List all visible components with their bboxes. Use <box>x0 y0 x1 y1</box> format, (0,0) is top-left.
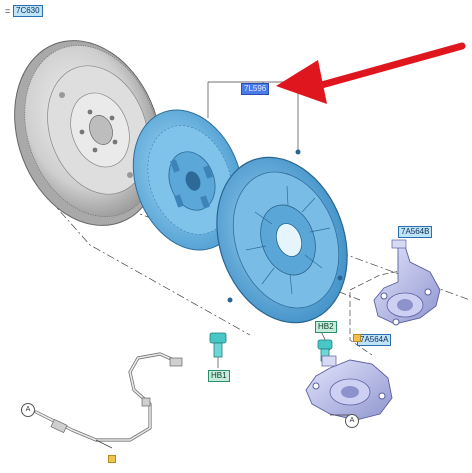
callout-bolt-upper[interactable]: HB2 <box>315 321 337 333</box>
callout-bolt-lower[interactable]: HB1 <box>208 370 230 382</box>
clutch-disc[interactable] <box>115 95 262 266</box>
flywheel[interactable] <box>0 20 186 246</box>
callout-clutch-kit[interactable]: 7L596 <box>241 83 270 95</box>
bolt-hb1[interactable] <box>209 332 227 358</box>
pressure-plate[interactable] <box>195 139 370 341</box>
pointer-arrow <box>276 42 466 104</box>
callout-slave-cylinder-upper[interactable]: 7A564B <box>398 226 433 238</box>
connector-marker-slave: A <box>345 414 359 428</box>
callout-prefix: = <box>5 6 11 16</box>
marker-square <box>108 455 116 463</box>
callout-flywheel[interactable]: 7C630 <box>13 5 43 17</box>
callout-slave-cylinder-lower[interactable]: 7A564A <box>357 334 392 346</box>
slave-cylinder-lower[interactable] <box>305 355 393 422</box>
clutch-hose[interactable] <box>34 352 350 449</box>
bolt-hb2[interactable] <box>317 339 333 362</box>
marker-square <box>353 334 361 342</box>
slave-cylinder-upper[interactable] <box>373 239 441 326</box>
connector-marker-hose: A <box>21 403 35 417</box>
